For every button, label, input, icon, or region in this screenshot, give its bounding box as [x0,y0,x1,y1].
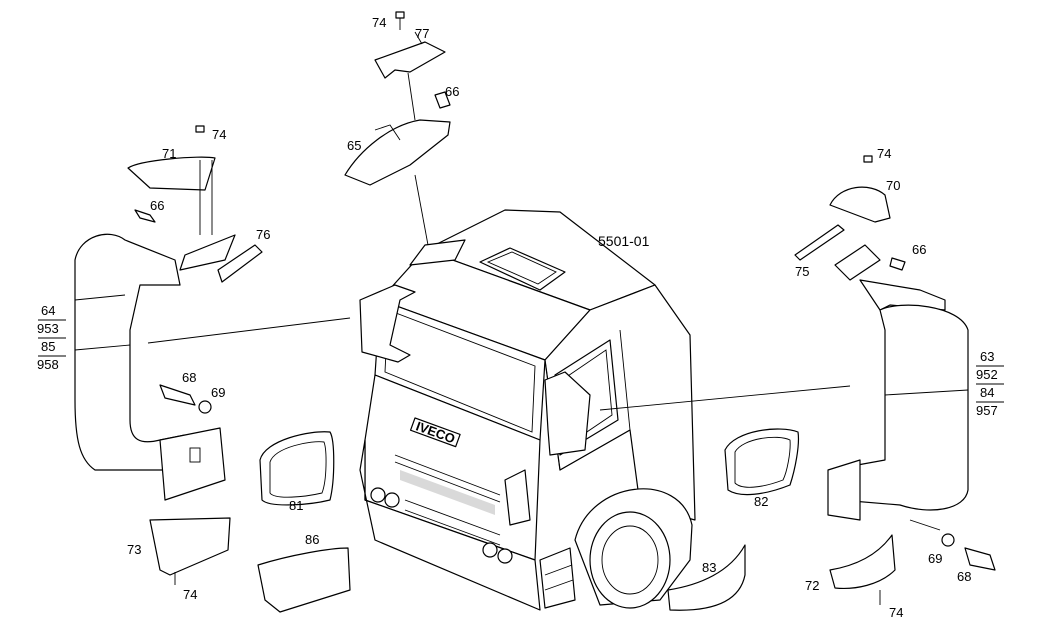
callout-65: 65 [347,138,361,153]
callout-66-right: 66 [912,242,926,257]
callout-75: 75 [795,264,809,279]
callout-66-top: 66 [445,84,459,99]
cover-72 [829,534,896,605]
right-mirror-reference-stack: 63 952 84 957 [976,349,1004,418]
callout-74-left: 74 [212,127,226,142]
svg-text:63: 63 [980,349,994,364]
svg-text:85: 85 [41,339,55,354]
left-mirror-reference-stack: 64 953 85 958 [37,303,66,372]
callout-74-right: 74 [877,146,891,161]
svg-text:84: 84 [980,385,994,400]
cover-86 [257,547,351,613]
cover-83 [667,544,746,611]
callout-83: 83 [702,560,716,575]
callout-72: 72 [805,578,819,593]
bolt-74-top [395,11,405,30]
callout-70: 70 [886,178,900,193]
callout-86: 86 [305,532,319,547]
gasket-81 [259,431,335,506]
callout-74-bottom-right: 74 [889,605,903,620]
callout-66-left: 66 [150,198,164,213]
callout-81: 81 [289,498,303,513]
callout-74-top: 74 [372,15,386,30]
gasket-82 [724,428,800,496]
callout-68-right: 68 [957,569,971,584]
callout-69-left: 69 [211,385,225,400]
diagram-code: 5501-01 [598,233,650,249]
truck-cab: IVECO [359,209,696,611]
callout-76: 76 [256,227,270,242]
callout-74-bottom-left: 74 [183,587,197,602]
mirror-arm-bracket-upper [344,31,451,246]
callout-69-right: 69 [928,551,942,566]
bolt-66-top [434,91,451,109]
svg-text:958: 958 [37,357,59,372]
svg-text:64: 64 [41,303,55,318]
callout-68-left: 68 [182,370,196,385]
svg-text:953: 953 [37,321,59,336]
right-mirror-assembly [599,155,996,571]
cover-73 [149,517,231,585]
callout-77: 77 [415,26,429,41]
svg-text:957: 957 [976,403,998,418]
callout-73: 73 [127,542,141,557]
left-mirror-assembly [74,125,351,501]
callout-82: 82 [754,494,768,509]
callout-71: 71 [162,146,176,161]
svg-text:952: 952 [976,367,998,382]
